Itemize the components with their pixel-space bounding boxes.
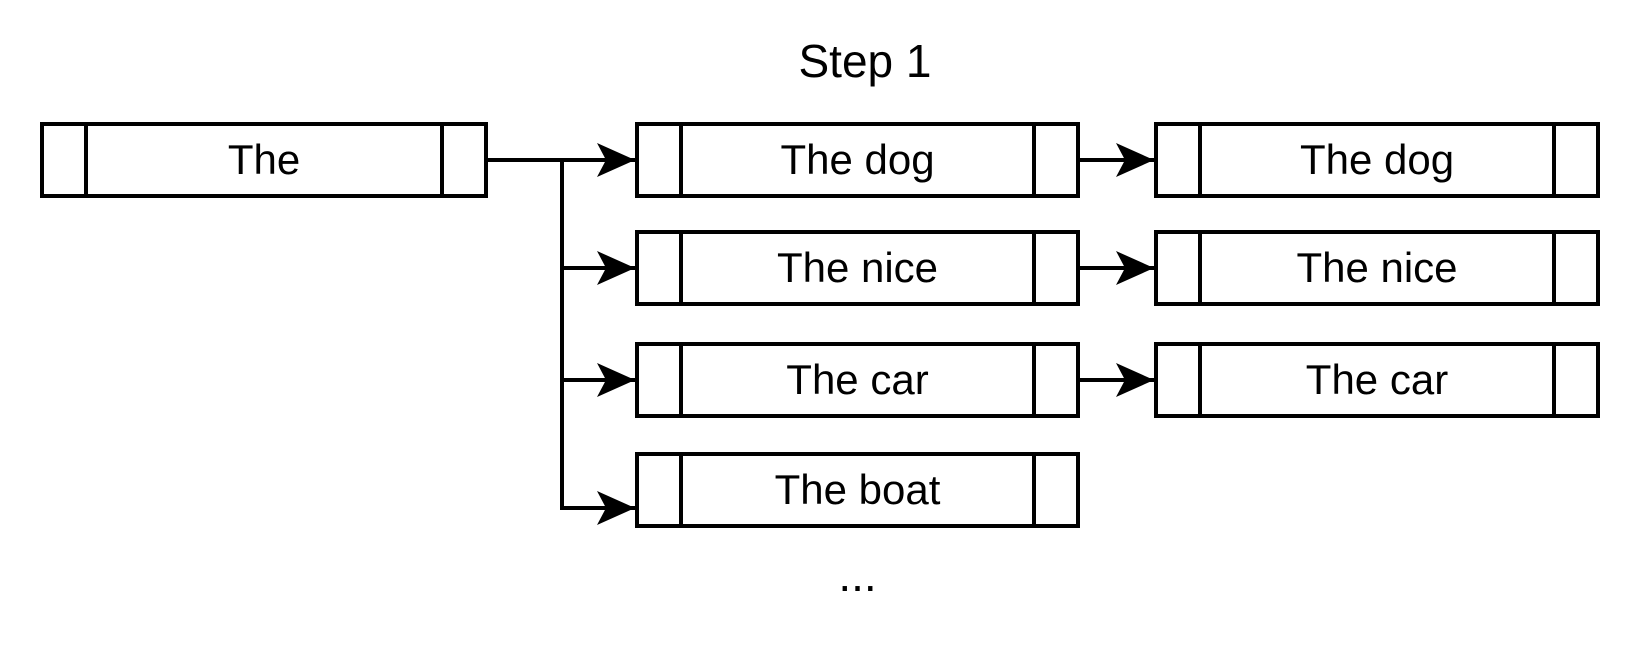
token-label: The nice (1296, 244, 1458, 291)
token-label: The nice (776, 244, 939, 291)
node-step2-the-nice: The nice (1154, 230, 1600, 306)
token-label: The car (786, 356, 929, 403)
pointer-cell-left (639, 126, 683, 194)
pointer-cell-left (1158, 126, 1202, 194)
branch-trunk-and-arrow-to-the-boat (560, 160, 635, 525)
node-step1-the-nice: The nice (635, 230, 1080, 306)
pointer-cell-left (1158, 346, 1202, 414)
pointer-cell-right (1552, 126, 1596, 194)
pointer-cell-right (1032, 456, 1076, 524)
token-label: The dog (1299, 136, 1455, 183)
pointer-cell-left (639, 456, 683, 524)
node-step1-the-boat: The boat (635, 452, 1080, 528)
node-step1-the-car: The car (635, 342, 1080, 418)
node-root-the: The (40, 122, 488, 198)
token-label: The dog (780, 136, 935, 183)
node-step2-the-dog: The dog (1154, 122, 1600, 198)
pointer-cell-left (639, 346, 683, 414)
pointer-cell-right (440, 126, 484, 194)
pointer-cell-right (1032, 346, 1076, 414)
pointer-cell-right (1552, 346, 1596, 414)
token-label: The (227, 136, 301, 183)
pointer-cell-right (1032, 126, 1076, 194)
pointer-cell-left (1158, 234, 1202, 302)
token-label: The boat (774, 466, 941, 513)
step-title: Step 1 (798, 35, 932, 87)
pointer-cell-right (1032, 234, 1076, 302)
pointer-cell-left (639, 234, 683, 302)
pointer-cell-left (44, 126, 88, 194)
node-step1-the-dog: The dog (635, 122, 1080, 198)
token-label: The car (1305, 356, 1449, 403)
continuation-ellipsis: ... (838, 549, 877, 601)
node-step2-the-car: The car (1154, 342, 1600, 418)
pointer-cell-right (1552, 234, 1596, 302)
